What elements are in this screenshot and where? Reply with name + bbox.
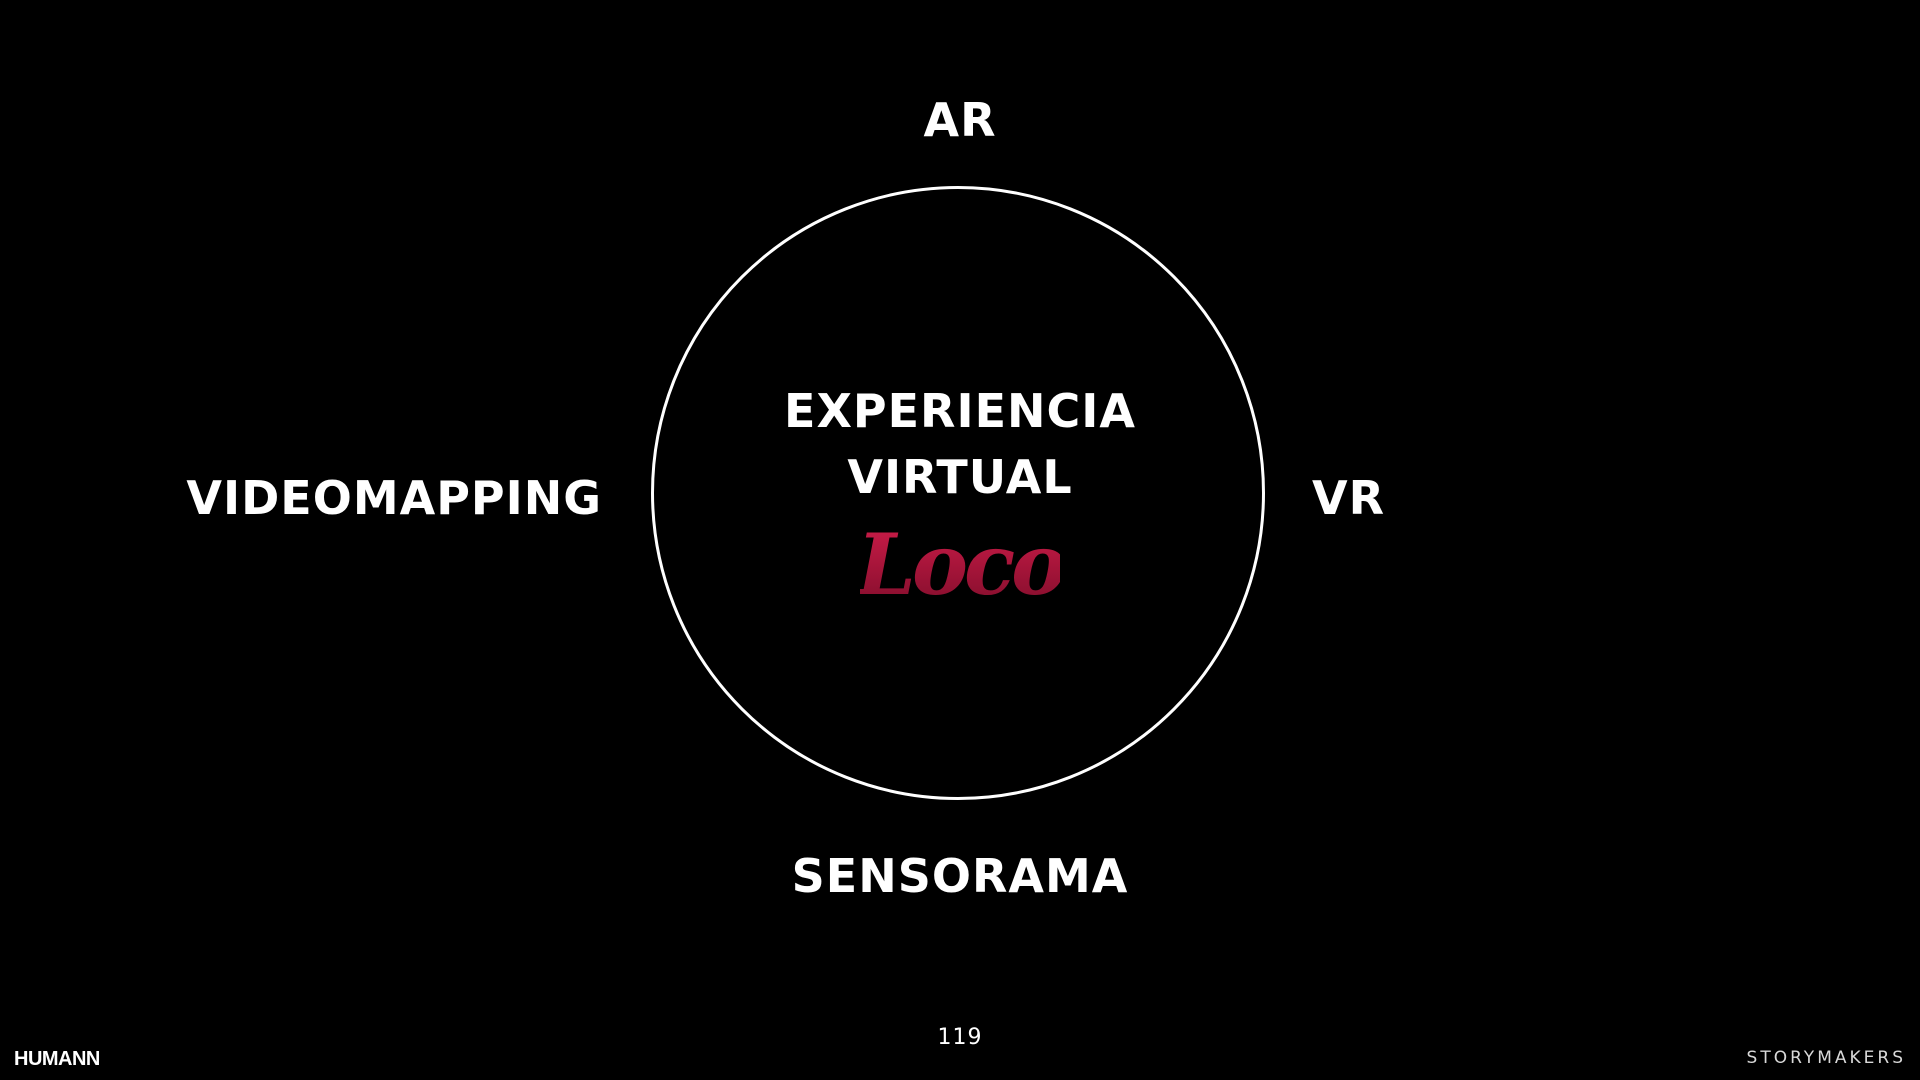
center-title: EXPERIENCIA VIRTUAL	[0, 378, 1920, 510]
label-vr: VR	[1312, 471, 1386, 525]
page-number: 119	[937, 1025, 983, 1050]
center-circle	[651, 186, 1265, 800]
label-ar: AR	[923, 93, 997, 147]
label-videomapping: VIDEOMAPPING	[186, 471, 602, 525]
loco-logo: Loco	[860, 515, 1060, 614]
storymakers-logo: STORYMAKERS	[1746, 1048, 1906, 1068]
label-sensorama: SENSORAMA	[791, 849, 1129, 903]
center-title-line-2: VIRTUAL	[847, 450, 1073, 504]
center-title-line-1: EXPERIENCIA	[784, 384, 1136, 438]
logo-text: Loco	[860, 515, 1060, 614]
humann-logo: HUMANN	[14, 1048, 100, 1070]
